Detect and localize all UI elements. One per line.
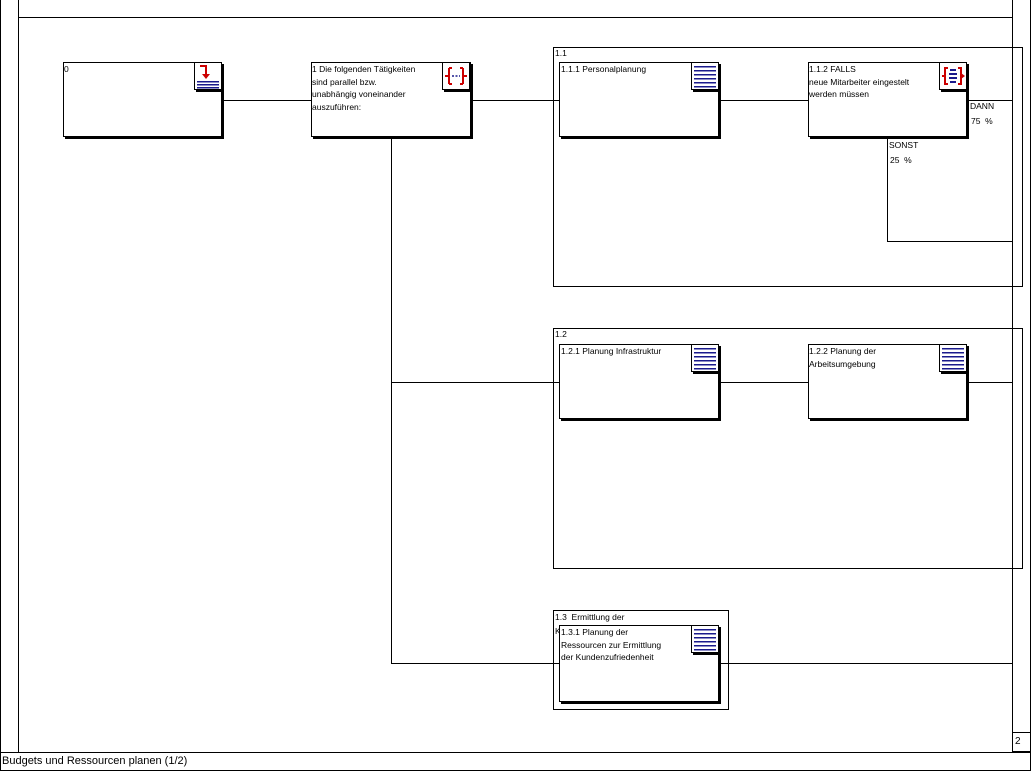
node-1-2-2-label: 1.2.2 Planung der Arbeitsumgebung <box>809 346 877 369</box>
node-1-1-1-label: 1.1.1 Personalplanung <box>561 64 647 74</box>
document-lines-icon <box>691 62 719 90</box>
connector-trunk-121 <box>391 382 559 383</box>
sonst-branch-return <box>887 241 1013 242</box>
start-down-arrow-icon <box>194 62 222 90</box>
document-lines-icon <box>939 344 967 372</box>
group-1-3-label: 1.3 Ermittlung der <box>555 612 625 622</box>
sonst-percent: 25 % <box>890 155 912 165</box>
connector-trunk-131 <box>391 663 559 664</box>
node-1-label: 1 Die folgenden Tätigkeiten sind paralle… <box>312 64 416 112</box>
footer-title-bar: Budgets und Ressourcen planen (1/2) <box>0 752 1031 770</box>
sonst-label: SONST <box>889 140 919 150</box>
connector-131-out <box>719 663 1013 664</box>
document-lines-icon <box>691 344 719 372</box>
group-1-1-label: 1.1 <box>555 48 567 58</box>
group-1-3-label-clipped: K <box>555 626 561 636</box>
page-number: 2 <box>1015 736 1021 747</box>
node-0-label: 0 <box>64 64 69 74</box>
group-1-2-label: 1.2 <box>555 329 567 339</box>
dann-percent: 75 % <box>971 116 993 126</box>
condition-bracket-icon <box>939 62 967 90</box>
node-1-1-2-label: 1.1.2 FALLS neue Mitarbeiter eingestelt … <box>809 64 910 99</box>
connector-112-dann <box>967 100 1013 101</box>
connector-111-112 <box>719 100 808 101</box>
connector-121-122 <box>719 382 808 383</box>
group-1-2 <box>553 328 1023 569</box>
top-margin-line <box>18 17 1013 18</box>
node-1-3-1-label: 1.3.1 Planung der Ressourcen zur Ermittl… <box>561 627 662 662</box>
dann-label: DANN <box>970 101 995 111</box>
connector-1-111 <box>471 100 559 101</box>
connector-122-out <box>967 382 1013 383</box>
connector-0-1 <box>222 100 312 101</box>
page-number-box: 2 <box>1012 732 1031 752</box>
sonst-branch-line <box>887 137 888 242</box>
parallel-trunk <box>391 137 392 664</box>
node-1-2-1-label: 1.2.1 Planung Infrastruktur <box>561 346 662 356</box>
footer-title: Budgets und Ressourcen planen (1/2) <box>2 755 188 767</box>
left-margin-line <box>18 0 19 752</box>
parallel-bracket-icon <box>442 62 470 90</box>
group-1-3 <box>553 610 729 710</box>
document-lines-icon <box>691 625 719 653</box>
right-margin-line <box>1012 0 1013 752</box>
group-1-1 <box>553 47 1023 287</box>
